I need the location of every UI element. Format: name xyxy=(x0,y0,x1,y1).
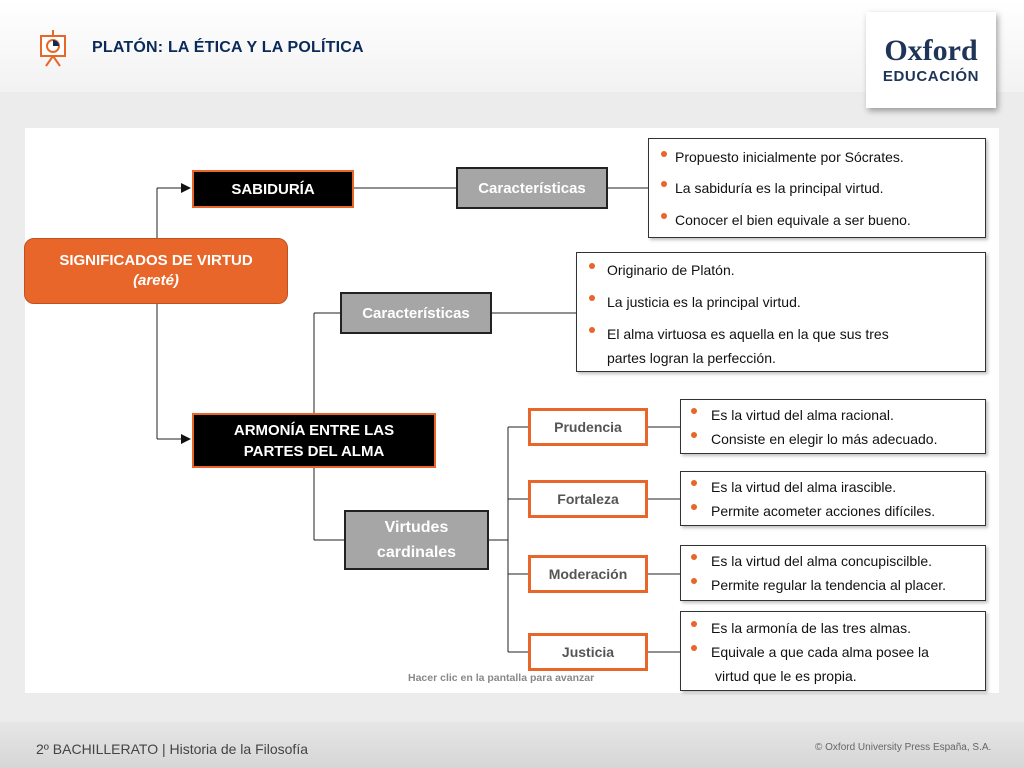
characteristic-item: La sabiduría es la principal virtud. xyxy=(675,180,884,196)
oxford-logo: Oxford EDUCACIÓN xyxy=(866,12,996,108)
bullet-dot xyxy=(661,213,667,219)
advance-hint[interactable]: Hacer clic en la pantalla para avanzar xyxy=(408,672,595,684)
logo-line-2: EDUCACIÓN xyxy=(882,68,980,85)
fortaleza-description-box: Es la virtud del alma irascible. Permite… xyxy=(680,471,986,526)
sabiduria-characteristics-node: Características xyxy=(456,167,608,209)
virtue-moderacion-node: Moderación xyxy=(528,555,648,593)
virtudes-line-1: Virtudes xyxy=(384,519,449,536)
root-title: SIGNIFICADOS DE VIRTUD xyxy=(59,252,253,269)
armonia-line-2: PARTES DEL ALMA xyxy=(243,442,385,460)
description-line: Es la armonía de las tres almas. xyxy=(711,620,911,636)
moderacion-description-box: Es la virtud del alma concupiscilble. Pe… xyxy=(680,545,986,601)
root-node: SIGNIFICADOS DE VIRTUD (areté) xyxy=(24,238,288,304)
prudencia-description-box: Es la virtud del alma racional. Consiste… xyxy=(680,399,986,454)
description-line: Equivale a que cada alma posee la xyxy=(711,644,929,660)
bullet-dot xyxy=(691,554,697,560)
virtue-justicia-node: Justicia xyxy=(528,633,648,671)
bullet-dot xyxy=(661,151,667,157)
virtudes-line-2: cardinales xyxy=(376,544,457,561)
sabiduria-node: SABIDURÍA xyxy=(192,170,354,208)
page-title: PLATÓN: LA ÉTICA Y LA POLÍTICA xyxy=(92,39,364,56)
logo-line-1: Oxford xyxy=(884,34,978,67)
description-line: Permite regular la tendencia al placer. xyxy=(711,577,947,593)
bullet-dot xyxy=(589,295,595,301)
bullet-dot xyxy=(691,480,697,486)
characteristic-item: Originario de Platón. xyxy=(607,262,735,278)
armonia-line-1: ARMONÍA ENTRE LAS xyxy=(233,421,395,439)
header-bar xyxy=(0,0,1024,92)
description-line: Consiste en elegir lo más adecuado. xyxy=(711,431,938,447)
armonia-node: ARMONÍA ENTRE LAS PARTES DEL ALMA xyxy=(192,413,436,468)
root-subtitle: (areté) xyxy=(133,272,179,289)
characteristic-item: Propuesto inicialmente por Sócrates. xyxy=(675,149,904,165)
description-line: Es la virtud del alma irascible. xyxy=(711,479,897,495)
bullet-dot xyxy=(589,327,595,333)
virtue-prudencia-node: Prudencia xyxy=(528,408,648,446)
characteristic-item: El alma virtuosa es aquella en la que su… xyxy=(607,326,889,342)
description-line-continued: virtud que le es propia. xyxy=(715,668,857,684)
bullet-dot xyxy=(589,263,595,269)
characteristic-item: Conocer el bien equivale a ser bueno. xyxy=(675,212,911,228)
description-line: Es la virtud del alma concupiscilble. xyxy=(711,553,932,569)
presentation-board-icon xyxy=(38,30,68,68)
bullet-dot xyxy=(691,621,697,627)
sabiduria-characteristics-box: Propuesto inicialmente por Sócrates. La … xyxy=(648,138,986,238)
bullet-dot xyxy=(661,181,667,187)
bullet-dot xyxy=(691,504,697,510)
virtue-fortaleza-node: Fortaleza xyxy=(528,480,648,518)
description-line: Es la virtud del alma racional. xyxy=(711,407,894,423)
copyright-label: © Oxford University Press España, S.A. xyxy=(815,742,992,753)
bullet-dot xyxy=(691,408,697,414)
justicia-description-box: Es la armonía de las tres almas. Equival… xyxy=(680,611,986,691)
bullet-dot xyxy=(691,645,697,651)
armonia-characteristics-node: Características xyxy=(340,292,492,334)
bullet-dot xyxy=(691,432,697,438)
characteristic-item-continued: partes logran la perfección. xyxy=(607,350,776,366)
characteristic-item: La justicia es la principal virtud. xyxy=(607,294,801,310)
course-label: 2º BACHILLERATO | Historia de la Filosof… xyxy=(36,741,309,757)
virtudes-cardinales-node: Virtudes cardinales xyxy=(344,510,489,570)
bullet-dot xyxy=(691,578,697,584)
description-line: Permite acometer acciones difíciles. xyxy=(711,503,936,519)
footer-bar xyxy=(0,722,1024,768)
armonia-characteristics-box: Originario de Platón. La justicia es la … xyxy=(576,252,986,372)
